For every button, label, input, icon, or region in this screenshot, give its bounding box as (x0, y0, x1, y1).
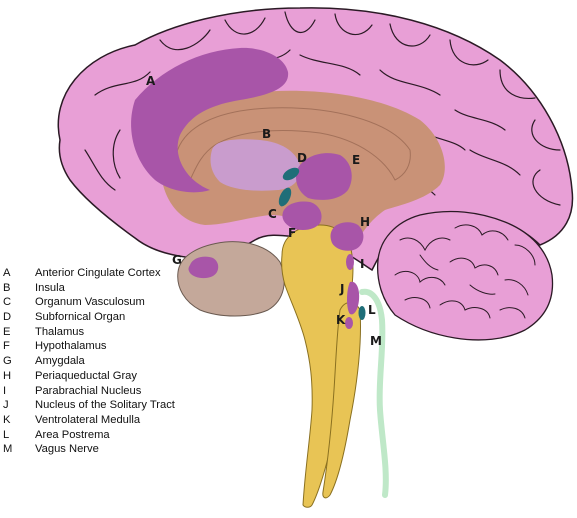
legend-key: A (3, 267, 11, 279)
insula (210, 139, 301, 191)
periaqueductal-gray (330, 222, 364, 251)
legend-text: Ventrolateral Medulla (35, 413, 141, 426)
amygdala (188, 256, 219, 279)
anterior-cingulate-cortex (131, 47, 289, 193)
legend-item: L Area Postrema (3, 428, 175, 443)
legend-key: L (3, 428, 10, 441)
label-j: J (339, 282, 344, 296)
area-postrema (358, 306, 366, 320)
label-e: E (352, 153, 360, 167)
legend-key: F (3, 340, 10, 353)
organum-vasculosum (278, 187, 292, 207)
legend-text: Organum Vasculosum (35, 296, 145, 309)
legend-item: D Subfornical Organ (3, 310, 175, 325)
legend-item: G Amygdala (3, 354, 175, 369)
legend-text: Amygdala (35, 355, 85, 368)
legend-text: Parabrachial Nucleus (35, 384, 142, 397)
legend-text: Thalamus (35, 325, 85, 338)
nucleus-solitary-tract (347, 281, 360, 315)
label-f: F (288, 226, 296, 240)
label-k: K (336, 313, 346, 327)
legend-text: Subfornical Organ (35, 311, 126, 324)
legend-key: D (3, 311, 12, 324)
cortex-gyri (84, 11, 561, 206)
callosal-arc (174, 107, 411, 181)
legend-key: M (3, 443, 13, 456)
label-g: G (172, 253, 182, 267)
legend-item: M Vagus Nerve (3, 442, 175, 457)
legend-key: E (3, 325, 11, 338)
legend-key: B (3, 281, 11, 294)
legend-item: J Nucleus of the Solitary Tract (3, 398, 175, 413)
label-a: A (146, 74, 156, 88)
legend-key: G (3, 355, 12, 368)
label-c: C (268, 207, 277, 221)
thalamus (296, 153, 352, 200)
legend-item: F Hypothalamus (3, 339, 175, 354)
legend-text: Anterior Cingulate Cortex (35, 267, 161, 279)
label-h: H (360, 215, 370, 229)
hypothalamus (282, 201, 322, 231)
legend-item: K Ventrolateral Medulla (3, 413, 175, 428)
temporal-lobe (177, 241, 285, 317)
label-i: I (360, 257, 364, 271)
legend-key: K (3, 413, 11, 426)
cerebellum-folia (394, 224, 536, 319)
label-l: L (368, 303, 376, 317)
label-b: B (262, 127, 271, 141)
legend-item: B Insula (3, 281, 175, 296)
legend-text: Vagus Nerve (35, 443, 99, 456)
legend-item: E Thalamus (3, 325, 175, 340)
ventrolateral-medulla (345, 317, 353, 329)
vagus-nerve (359, 288, 389, 498)
legend-key: I (3, 384, 7, 397)
legend-key: H (3, 369, 12, 382)
label-d: D (297, 151, 307, 165)
legend-text: Periaqueductal Gray (35, 369, 137, 382)
legend-text: Area Postrema (35, 428, 110, 441)
legend-text: Hypothalamus (35, 340, 107, 353)
legend-item: A Anterior Cingulate Cortex (3, 266, 175, 281)
legend-text: Nucleus of the Solitary Tract (35, 399, 175, 412)
legend-item: I Parabrachial Nucleus (3, 384, 175, 399)
subfornical-organ (282, 167, 300, 181)
parabrachial-nucleus (346, 254, 354, 270)
legend-key: C (3, 296, 12, 309)
label-m: M (370, 334, 382, 348)
legend-item: C Organum Vasculosum (3, 295, 175, 310)
legend-key: J (3, 399, 9, 412)
legend-item: H Periaqueductal Gray (3, 369, 175, 384)
legend-text: Insula (35, 281, 65, 294)
